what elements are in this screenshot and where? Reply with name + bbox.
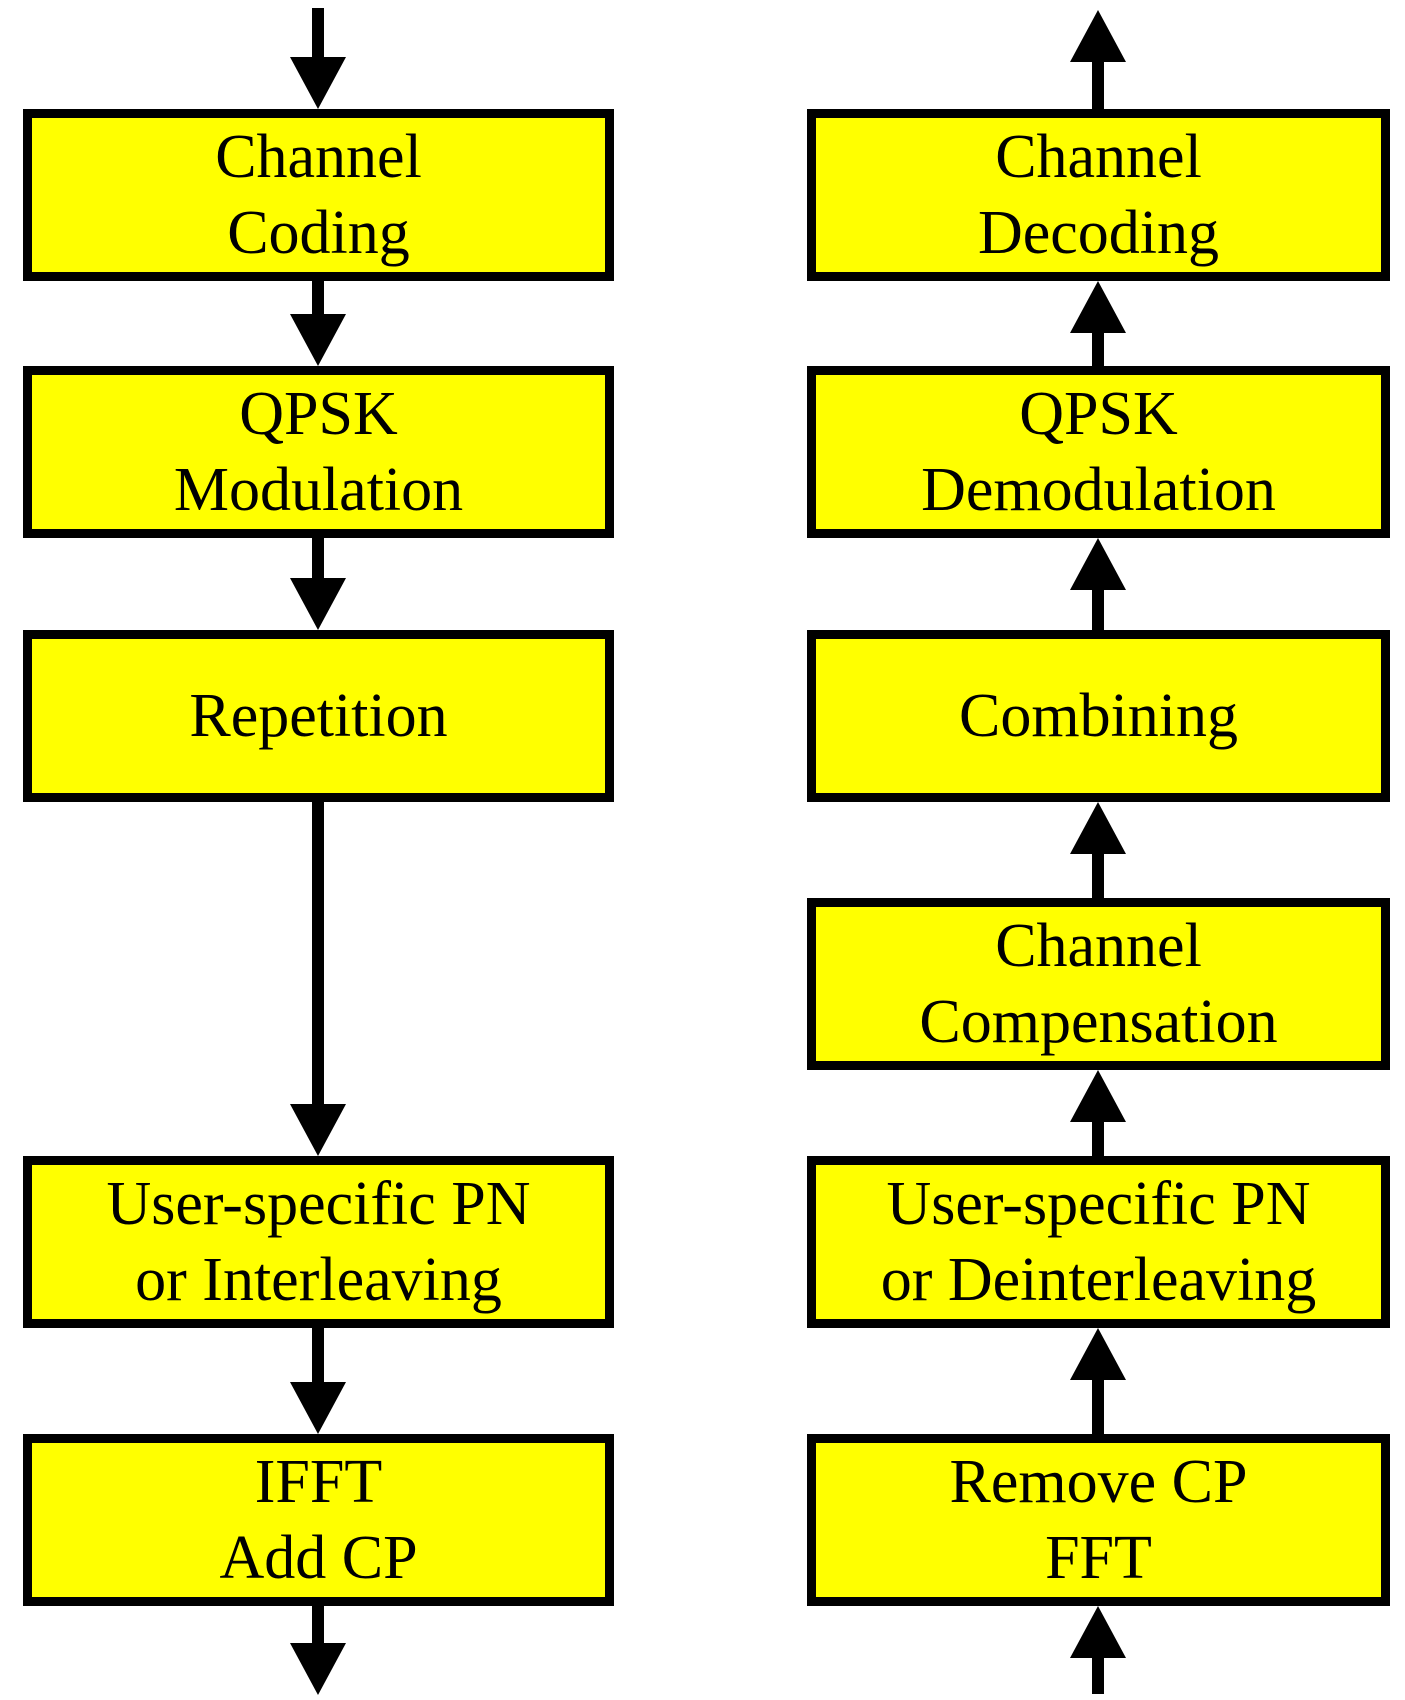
arrow-line xyxy=(1092,850,1104,898)
box-label-line: Compensation xyxy=(919,988,1278,1056)
tx-box-repetition: Repetition xyxy=(23,630,614,802)
arrowhead-up-icon xyxy=(1070,1606,1126,1658)
rx-box-channel-compensation: Channel Compensation xyxy=(807,898,1390,1070)
rx-box-combining: Combining xyxy=(807,630,1390,802)
box-label-line: QPSK xyxy=(1019,380,1178,448)
arrowhead-down-icon xyxy=(290,1104,346,1156)
box-label-line: Combining xyxy=(958,682,1239,750)
arrow-line xyxy=(312,1328,324,1386)
arrow-line xyxy=(1092,58,1104,109)
tx-box-user-specific-pn-or-interleaving: User-specific PN or Interleaving xyxy=(23,1156,614,1328)
arrowhead-down-icon xyxy=(290,314,346,366)
box-label-line: Channel xyxy=(995,912,1202,980)
arrowhead-up-icon xyxy=(1070,10,1126,62)
box-label-line: Channel xyxy=(995,123,1202,191)
arrowhead-up-icon xyxy=(1070,538,1126,590)
arrow-line xyxy=(312,281,324,318)
box-label-line: Repetition xyxy=(189,682,448,750)
arrow-line xyxy=(312,802,324,1108)
rx-box-user-specific-pn-or-deinterleaving: User-specific PN or Deinterleaving xyxy=(807,1156,1390,1328)
rx-box-qpsk-demodulation: QPSK Demodulation xyxy=(807,366,1390,538)
box-label-line: Demodulation xyxy=(921,456,1276,524)
arrow-line xyxy=(1092,329,1104,366)
rx-box-remove-cp-fft: Remove CP FFT xyxy=(807,1434,1390,1606)
arrowhead-up-icon xyxy=(1070,1328,1126,1380)
arrowhead-down-icon xyxy=(290,578,346,630)
arrow-line xyxy=(312,1606,324,1647)
arrow-line xyxy=(1092,586,1104,630)
box-label-line: or Deinterleaving xyxy=(880,1246,1317,1314)
rx-box-channel-decoding: Channel Decoding xyxy=(807,109,1390,281)
box-label-line: IFFT xyxy=(254,1448,383,1516)
arrowhead-down-icon xyxy=(290,57,346,109)
arrowhead-up-icon xyxy=(1070,1070,1126,1122)
box-label-line: QPSK xyxy=(239,380,398,448)
box-label-line: Modulation xyxy=(173,456,464,524)
tx-box-channel-coding: Channel Coding xyxy=(23,109,614,281)
tx-box-ifft-add-cp: IFFT Add CP xyxy=(23,1434,614,1606)
box-label-line: User-specific PN xyxy=(106,1170,531,1238)
tx-box-qpsk-modulation: QPSK Modulation xyxy=(23,366,614,538)
arrow-line xyxy=(1092,1118,1104,1156)
arrowhead-up-icon xyxy=(1070,802,1126,854)
box-label-line: FFT xyxy=(1045,1524,1152,1592)
box-label-line: or Interleaving xyxy=(135,1246,502,1314)
arrow-line xyxy=(312,8,324,61)
box-label-line: Remove CP xyxy=(949,1448,1248,1516)
box-label-line: User-specific PN xyxy=(886,1170,1311,1238)
arrowhead-down-icon xyxy=(290,1643,346,1695)
arrowhead-down-icon xyxy=(290,1382,346,1434)
arrow-line xyxy=(1092,1376,1104,1434)
box-label-line: Add CP xyxy=(219,1524,418,1592)
arrowhead-up-icon xyxy=(1070,281,1126,333)
arrow-line xyxy=(312,538,324,582)
box-label-line: Decoding xyxy=(977,199,1220,267)
box-label-line: Coding xyxy=(227,199,410,267)
arrow-line xyxy=(1092,1654,1104,1694)
box-label-line: Channel xyxy=(215,123,422,191)
